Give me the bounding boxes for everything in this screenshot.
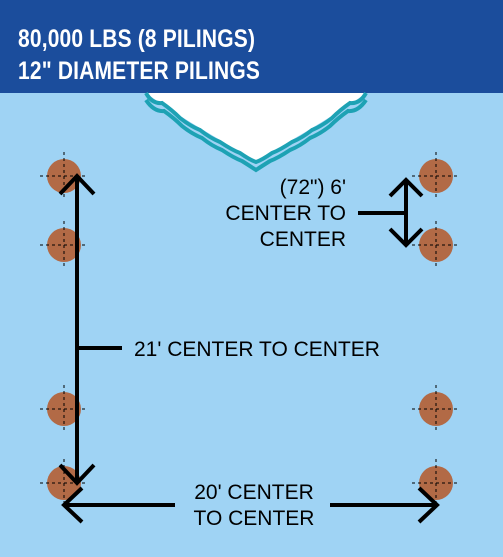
header-load-capacity: 80,000 LBS (8 PILINGS) (18, 25, 256, 53)
piling-left-1 (40, 152, 88, 200)
arrowhead-up (388, 177, 424, 198)
piling-right-1 (412, 152, 460, 200)
piling-right-3 (412, 385, 460, 433)
arrowhead-right (417, 486, 440, 524)
spacing-label-line-2: CENTER TO (225, 202, 346, 225)
spacing-label-line-1: (72") 6' (280, 176, 346, 199)
piling-left-2 (40, 221, 88, 269)
short-side-label-line-2: TO CENTER (194, 507, 315, 530)
header-piling-diameter: 12" DIAMETER PILINGS (18, 57, 261, 85)
arrowhead-up (58, 173, 96, 196)
arrowhead-down (388, 227, 424, 248)
arrowhead-down (58, 463, 96, 486)
dimension-arrow-6ft (358, 177, 424, 248)
wake-line-inner (144, 91, 368, 165)
piling-right-2 (412, 221, 460, 269)
wake-line-outer (144, 98, 368, 173)
header-banner (0, 0, 503, 93)
piling-right-4 (412, 459, 460, 507)
long-side-label: 21' CENTER TO CENTER (134, 338, 380, 361)
dimension-arrow-20ft (61, 486, 440, 524)
spacing-label-line-3: CENTER (260, 228, 346, 251)
short-side-label-line-1: 20' CENTER (194, 481, 314, 504)
boat-bow-icon (144, 91, 368, 173)
diagram-header: 80,000 LBS (8 PILINGS) 12" DIAMETER PILI… (0, 0, 503, 93)
dimension-arrow-21ft (58, 173, 122, 486)
boat-hull (146, 93, 366, 162)
arrowhead-left (61, 486, 84, 524)
piling-left-3 (40, 385, 88, 433)
